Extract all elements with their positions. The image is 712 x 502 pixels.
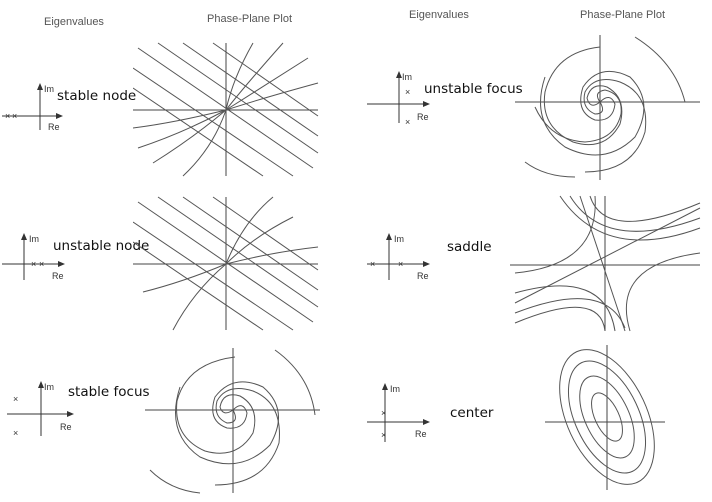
phase-plot-stable-focus — [145, 348, 320, 494]
phase-plot-unstable-focus — [515, 35, 700, 180]
eigenvalue-diagram-saddle: Im Re × × — [367, 233, 430, 281]
label-saddle: saddle — [446, 239, 493, 255]
phase-plot-stable-node — [133, 42, 319, 177]
label-center: center — [449, 405, 495, 421]
eigenvalue-diagram-stable-node: Im Re × × — [2, 83, 63, 132]
phase-plot-saddle — [510, 195, 701, 332]
header-phase-plane-right: Phase-Plane Plot — [580, 9, 665, 21]
svg-text:Im: Im — [29, 234, 39, 244]
label-stable-node: stable node — [56, 88, 138, 104]
eigenvalue-diagram-unstable-node: Im Re × × — [2, 233, 65, 281]
svg-text:Re: Re — [417, 271, 429, 281]
header-eigenvalues-left: Eigenvalues — [44, 16, 104, 28]
svg-text:Re: Re — [417, 112, 429, 122]
pole-marker: × — [405, 87, 410, 97]
pole-marker: × — [13, 394, 18, 404]
svg-text:Im: Im — [394, 234, 404, 244]
pole-marker: × — [370, 259, 375, 269]
svg-text:Im: Im — [44, 382, 54, 392]
pole-marker: × — [381, 408, 386, 418]
eigenvalue-diagram-stable-focus: Im Re × × — [7, 381, 74, 438]
pole-marker: × — [5, 111, 10, 121]
svg-text:Re: Re — [415, 429, 427, 439]
svg-text:Re: Re — [52, 271, 64, 281]
label-unstable-focus: unstable focus — [423, 81, 524, 97]
pole-marker: × — [398, 259, 403, 269]
svg-text:Im: Im — [402, 72, 412, 82]
pole-marker: × — [405, 117, 410, 127]
label-unstable-node: unstable node — [52, 238, 151, 254]
pole-marker: × — [13, 428, 18, 438]
phase-plot-unstable-node — [133, 196, 319, 331]
svg-text:Im: Im — [44, 84, 54, 94]
pole-marker: × — [39, 259, 44, 269]
label-stable-focus: stable focus — [67, 384, 151, 400]
svg-text:Im: Im — [390, 384, 400, 394]
eigenvalue-diagram-center: Im Re × × — [367, 383, 430, 442]
header-eigenvalues-right: Eigenvalues — [409, 9, 469, 21]
header-phase-plane-left: Phase-Plane Plot — [207, 13, 292, 25]
svg-text:Re: Re — [60, 422, 72, 432]
svg-text:Re: Re — [48, 122, 60, 132]
eigenvalue-diagram-unstable-focus: Im Re × × — [367, 71, 430, 127]
pole-marker: × — [31, 259, 36, 269]
pole-marker: × — [12, 111, 17, 121]
phase-plot-center — [545, 345, 665, 490]
pole-marker: × — [381, 430, 386, 440]
